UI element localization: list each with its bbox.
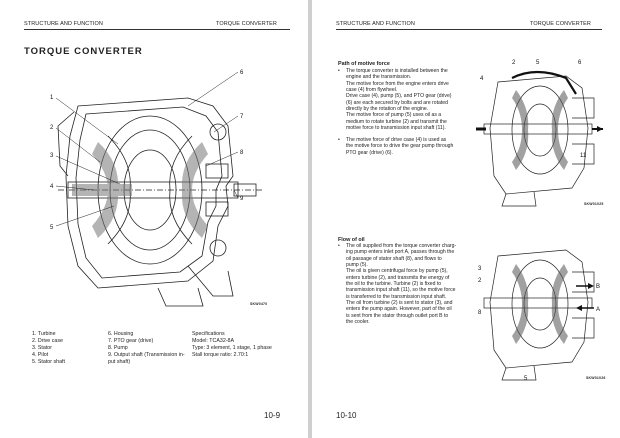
- part-item: 7. PTO gear (drive): [108, 337, 154, 344]
- page-number-right: 10-10: [336, 411, 357, 420]
- book-spine: [308, 0, 312, 438]
- parts-list-col1: 1. Turbine 2. Drive case 3. Stator 4. Pi…: [32, 331, 65, 366]
- right-header-section: STRUCTURE AND FUNCTION: [336, 21, 415, 27]
- fig2-label-5: 5: [524, 376, 528, 382]
- left-page: STRUCTURE AND FUNCTION TORQUE CONVERTER …: [0, 0, 308, 438]
- figure-code-1: SKW01025: [584, 202, 604, 206]
- text-line: motive force to transmission input shaft…: [346, 125, 446, 132]
- motive-force-diagram: 2 5 6 4 11: [476, 60, 603, 207]
- figure-code-2: SKW01026: [586, 376, 606, 380]
- part-item: 9. Output shaft (Transmission in-: [108, 351, 185, 358]
- text-line: The torque converter is installed betwee…: [346, 68, 448, 74]
- fig1-label-4: 4: [480, 76, 484, 82]
- spec-line: Type: 3 element, 1 stage, 1 phase: [192, 344, 272, 351]
- text-line: the oil to the turbine. Turbine (2) is f…: [346, 281, 442, 288]
- text-line: (6) are each secured by bolts and are ro…: [346, 99, 448, 106]
- fig2-label-3: 3: [478, 266, 482, 272]
- fig-label-2: 2: [50, 125, 54, 131]
- text-line: The oil supplied from the torque convert…: [346, 243, 457, 249]
- fig-label-3: 3: [50, 153, 54, 159]
- text-line: enters the pump again. However, part of …: [346, 306, 452, 313]
- right-header-topic: TORQUE CONVERTER: [530, 21, 591, 27]
- fig-label-4: 4: [50, 184, 54, 190]
- text-line: The motive force of pump (5) uses oil as…: [346, 112, 442, 119]
- part-item: 8. Pump: [108, 344, 128, 351]
- spec-line: Stall torque ratio: 2.70:1: [192, 351, 249, 358]
- left-header-topic: TORQUE CONVERTER: [216, 21, 277, 27]
- fig-label-9: 9: [240, 196, 244, 202]
- fig2-label-B: B: [596, 284, 600, 290]
- text-line: ing pump enters inlet port A, passes thr…: [346, 249, 455, 256]
- text-line: pump (5).: [346, 262, 368, 269]
- part-item: 3. Stator: [32, 344, 53, 351]
- text-line: transmission input shaft (11), so the mo…: [346, 287, 456, 294]
- part-item: 6. Housing: [108, 331, 134, 337]
- spec-line: Specifications: [192, 331, 225, 337]
- left-header-section: STRUCTURE AND FUNCTION: [24, 21, 103, 27]
- fig-label-7: 7: [240, 114, 244, 120]
- flow-of-oil-bullet: • The oil supplied from the torque conve…: [338, 243, 457, 326]
- text-line: The oil is given centrifugal force by pu…: [346, 268, 448, 275]
- text-line: medium to rotate turbine (2) and transmi…: [346, 118, 447, 125]
- page-number-left: 10-9: [264, 411, 281, 420]
- parts-list-col2: 6. Housing 7. PTO gear (drive) 8. Pump 9…: [108, 331, 185, 366]
- text-line: directly by the rotation of the engine.: [346, 106, 429, 113]
- fig2-label-A: A: [596, 307, 600, 313]
- part-item: 4. Pilot: [32, 351, 49, 358]
- fig-label-1: 1: [50, 95, 54, 101]
- fig1-label-6: 6: [578, 60, 582, 66]
- text-line: is transferred to the transmission input…: [346, 293, 447, 300]
- oil-flow-diagram: 3 2 8 B A 5: [478, 249, 600, 382]
- section-title-flow-of-oil: Flow of oil: [338, 237, 365, 243]
- fig-label-5: 5: [50, 225, 54, 231]
- text-line: oil passage of stator shaft (8), and flo…: [346, 255, 442, 262]
- fig2-label-2: 2: [478, 278, 482, 284]
- right-header-rule: [336, 29, 602, 30]
- spec-line: Model: TCA32-8A: [192, 337, 235, 344]
- fig1-label-5: 5: [536, 60, 540, 66]
- specifications: Specifications Model: TCA32-8A Type: 3 e…: [192, 331, 272, 359]
- left-figure-code: SKW0470: [250, 302, 268, 306]
- left-header-rule: [24, 29, 290, 30]
- text-line: The motive force from the engine enters …: [346, 80, 449, 87]
- text-line: engine and the transmission.: [346, 74, 412, 81]
- fig1-label-11: 11: [580, 153, 587, 159]
- text-line: enters turbine (2), and transmits the en…: [346, 274, 450, 281]
- text-line: the cooler.: [346, 319, 370, 326]
- section-title-motive-force: Path of motive force: [338, 61, 390, 67]
- torque-converter-cross-section: 1 2 3 4 5 6 7 8 9: [50, 70, 263, 307]
- part-item: 2. Drive case: [32, 337, 63, 344]
- motive-force-bullet-1: • The torque converter is installed betw…: [338, 68, 452, 132]
- text-line: The oil from turbine (2) is sent to stat…: [346, 300, 453, 307]
- fig2-label-8: 8: [478, 310, 482, 316]
- part-item: 1. Turbine: [32, 331, 56, 337]
- text-line: case (4) from flywheel.: [346, 87, 398, 94]
- fig-label-8: 8: [240, 150, 244, 156]
- part-item: 5. Stator shaft: [32, 358, 65, 365]
- text-line: the motive force to drive the gear pump …: [346, 143, 454, 150]
- part-item: put shaft): [108, 358, 131, 365]
- right-page: STRUCTURE AND FUNCTION TORQUE CONVERTER …: [312, 0, 620, 438]
- page-title: TORQUE CONVERTER: [24, 46, 143, 57]
- fig1-label-2: 2: [512, 60, 516, 66]
- fig-label-6: 6: [240, 70, 244, 76]
- motive-force-bullet-2: • The motive force of drive case (4) is …: [338, 137, 454, 156]
- text-line: is sent from the stator through outlet p…: [346, 312, 449, 319]
- text-line: PTO gear (drive) (6).: [346, 149, 393, 156]
- text-line: The motive force of drive case (4) is us…: [346, 137, 447, 143]
- text-line: Drive case (4), pump (5), and PTO gear (…: [346, 93, 452, 100]
